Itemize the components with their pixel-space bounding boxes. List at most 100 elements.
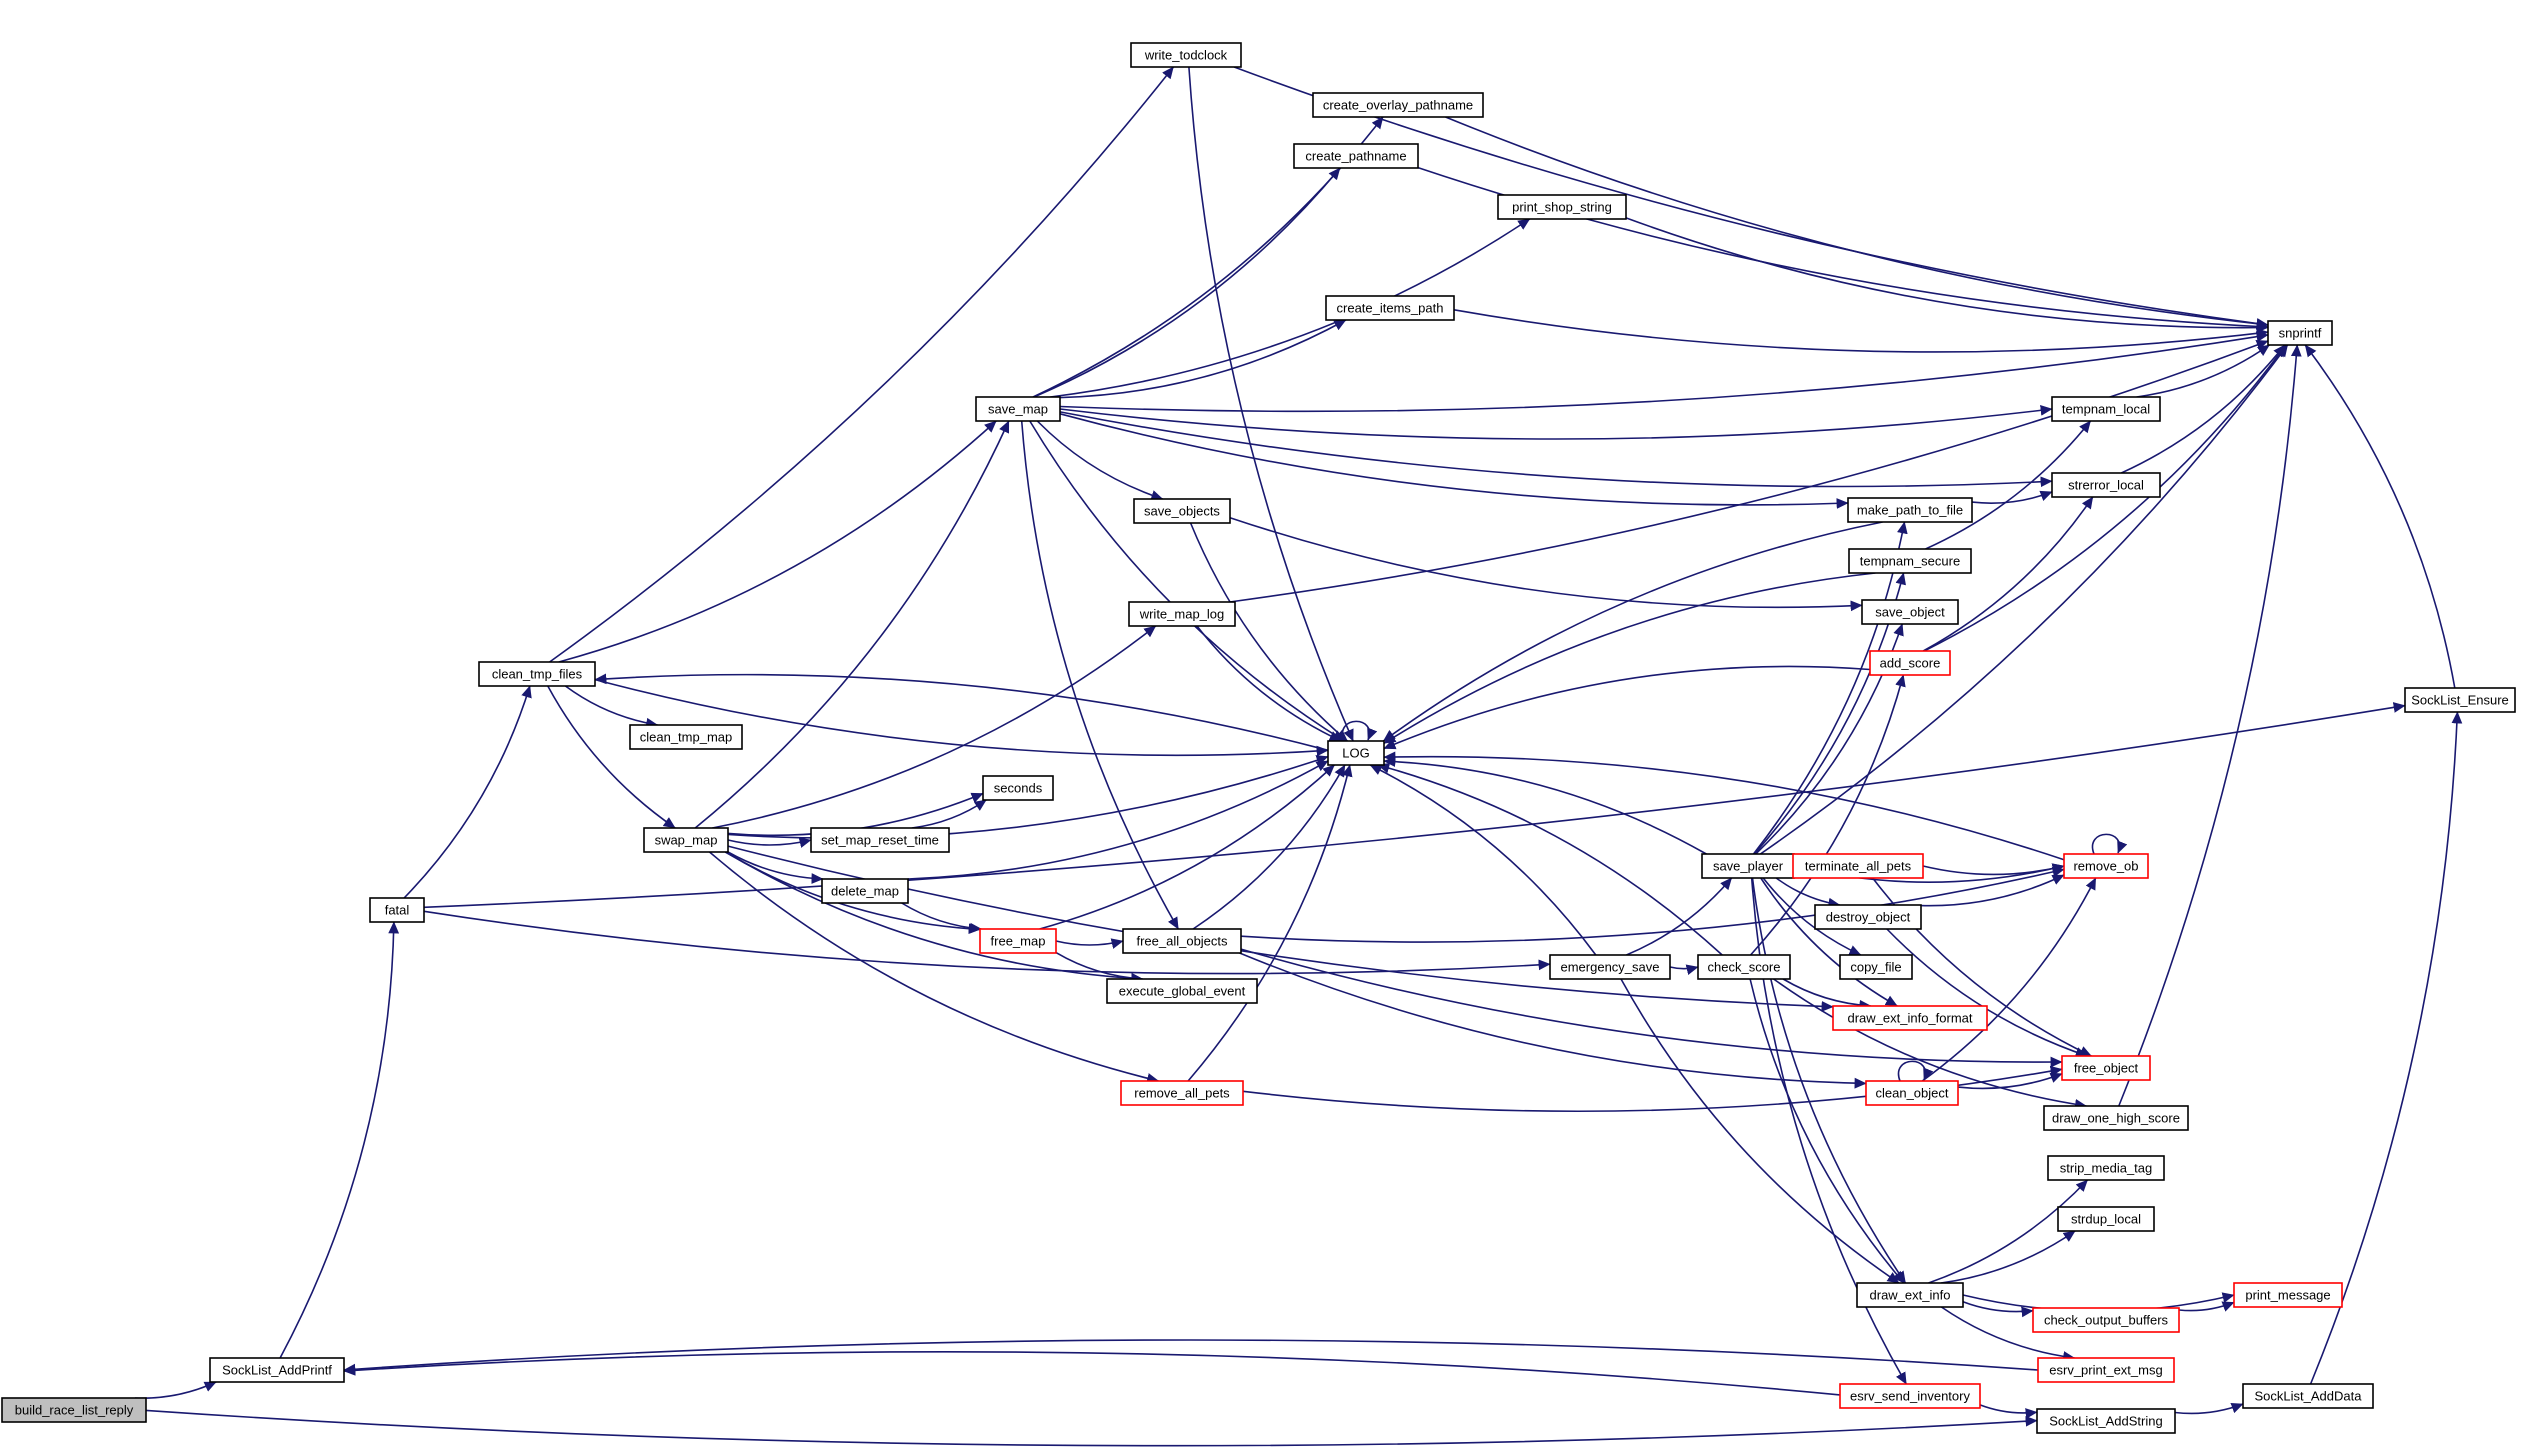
node-box-free_map[interactable]: [979, 928, 1057, 954]
node-box-SockList_AddString[interactable]: [2036, 1408, 2176, 1434]
node-execute_global_event[interactable]: execute_global_event: [1106, 978, 1258, 1004]
node-SockList_AddData[interactable]: SockList_AddData: [2242, 1383, 2374, 1409]
node-box-emergency_save[interactable]: [1549, 954, 1671, 980]
node-strdup_local[interactable]: strdup_local: [2057, 1206, 2155, 1232]
node-build_race_list_reply[interactable]: build_race_list_reply: [1, 1397, 147, 1423]
node-box-SockList_AddData[interactable]: [2242, 1383, 2374, 1409]
node-clean_tmp_map[interactable]: clean_tmp_map: [629, 724, 743, 750]
node-fatal[interactable]: fatal: [369, 897, 425, 923]
node-box-swap_map[interactable]: [643, 827, 729, 853]
node-free_all_objects[interactable]: free_all_objects: [1122, 928, 1242, 954]
node-destroy_object[interactable]: destroy_object: [1814, 904, 1922, 930]
node-box-write_todclock[interactable]: [1130, 42, 1242, 68]
node-box-clean_tmp_files[interactable]: [478, 661, 596, 687]
node-write_todclock[interactable]: write_todclock: [1130, 42, 1242, 68]
node-box-save_object[interactable]: [1861, 599, 1959, 625]
node-box-LOG[interactable]: [1327, 740, 1385, 766]
node-box-SockList_Ensure[interactable]: [2404, 687, 2516, 713]
node-draw_ext_info_format[interactable]: draw_ext_info_format: [1832, 1005, 1988, 1031]
node-remove_ob[interactable]: remove_ob: [2063, 853, 2149, 879]
node-box-draw_one_high_score[interactable]: [2043, 1105, 2189, 1131]
node-esrv_send_inventory[interactable]: esrv_send_inventory: [1839, 1383, 1981, 1409]
node-tempnam_secure[interactable]: tempnam_secure: [1848, 548, 1972, 574]
node-snprintf[interactable]: snprintf: [2267, 320, 2333, 346]
edge-esrv_send_inventory-to-SockList_AddPrintf: [343, 1351, 1841, 1396]
node-swap_map[interactable]: swap_map: [643, 827, 729, 853]
node-box-terminate_all_pets[interactable]: [1792, 853, 1924, 879]
node-box-create_overlay_pathname[interactable]: [1312, 92, 1484, 118]
node-create_pathname[interactable]: create_pathname: [1293, 143, 1419, 169]
node-box-save_objects[interactable]: [1133, 498, 1231, 524]
node-save_object[interactable]: save_object: [1861, 599, 1959, 625]
node-box-draw_ext_info[interactable]: [1856, 1282, 1964, 1308]
node-box-tempnam_local[interactable]: [2051, 396, 2161, 422]
node-set_map_reset_time[interactable]: set_map_reset_time: [810, 827, 950, 853]
node-box-remove_ob[interactable]: [2063, 853, 2149, 879]
node-esrv_print_ext_msg[interactable]: esrv_print_ext_msg: [2037, 1357, 2175, 1383]
node-box-free_object[interactable]: [2061, 1055, 2151, 1081]
node-box-execute_global_event[interactable]: [1106, 978, 1258, 1004]
node-save_map[interactable]: save_map: [975, 396, 1061, 422]
node-box-tempnam_secure[interactable]: [1848, 548, 1972, 574]
node-box-remove_all_pets[interactable]: [1120, 1080, 1244, 1106]
node-box-delete_map[interactable]: [821, 878, 909, 904]
node-print_shop_string[interactable]: print_shop_string: [1497, 194, 1627, 220]
node-draw_ext_info[interactable]: draw_ext_info: [1856, 1282, 1964, 1308]
node-SockList_Ensure[interactable]: SockList_Ensure: [2404, 687, 2516, 713]
node-box-clean_object[interactable]: [1865, 1080, 1959, 1106]
node-box-draw_ext_info_format[interactable]: [1832, 1005, 1988, 1031]
node-seconds[interactable]: seconds: [982, 775, 1054, 801]
node-SockList_AddString[interactable]: SockList_AddString: [2036, 1408, 2176, 1434]
node-box-strdup_local[interactable]: [2057, 1206, 2155, 1232]
node-box-add_score[interactable]: [1869, 650, 1951, 676]
node-delete_map[interactable]: delete_map: [821, 878, 909, 904]
node-create_items_path[interactable]: create_items_path: [1325, 295, 1455, 321]
node-box-esrv_print_ext_msg[interactable]: [2037, 1357, 2175, 1383]
node-emergency_save[interactable]: emergency_save: [1549, 954, 1671, 980]
node-strip_media_tag[interactable]: strip_media_tag: [2047, 1155, 2165, 1181]
node-box-seconds[interactable]: [982, 775, 1054, 801]
node-LOG[interactable]: LOG: [1327, 740, 1385, 766]
node-strerror_local[interactable]: strerror_local: [2051, 472, 2161, 498]
node-box-print_shop_string[interactable]: [1497, 194, 1627, 220]
node-box-free_all_objects[interactable]: [1122, 928, 1242, 954]
node-copy_file[interactable]: copy_file: [1839, 954, 1913, 980]
node-box-snprintf[interactable]: [2267, 320, 2333, 346]
node-save_player[interactable]: save_player: [1701, 853, 1795, 879]
node-box-create_pathname[interactable]: [1293, 143, 1419, 169]
node-box-fatal[interactable]: [369, 897, 425, 923]
node-check_score[interactable]: check_score: [1697, 954, 1791, 980]
node-box-esrv_send_inventory[interactable]: [1839, 1383, 1981, 1409]
node-box-check_score[interactable]: [1697, 954, 1791, 980]
node-SockList_AddPrintf[interactable]: SockList_AddPrintf: [209, 1357, 345, 1383]
node-write_map_log[interactable]: write_map_log: [1128, 601, 1236, 627]
node-box-copy_file[interactable]: [1839, 954, 1913, 980]
node-free_map[interactable]: free_map: [979, 928, 1057, 954]
node-box-save_map[interactable]: [975, 396, 1061, 422]
node-box-clean_tmp_map[interactable]: [629, 724, 743, 750]
node-make_path_to_file[interactable]: make_path_to_file: [1847, 497, 1973, 523]
node-clean_tmp_files[interactable]: clean_tmp_files: [478, 661, 596, 687]
node-save_objects[interactable]: save_objects: [1133, 498, 1231, 524]
node-box-create_items_path[interactable]: [1325, 295, 1455, 321]
node-box-destroy_object[interactable]: [1814, 904, 1922, 930]
node-free_object[interactable]: free_object: [2061, 1055, 2151, 1081]
node-tempnam_local[interactable]: tempnam_local: [2051, 396, 2161, 422]
node-check_output_buffers[interactable]: check_output_buffers: [2032, 1307, 2180, 1333]
node-terminate_all_pets[interactable]: terminate_all_pets: [1792, 853, 1924, 879]
node-add_score[interactable]: add_score: [1869, 650, 1951, 676]
node-remove_all_pets[interactable]: remove_all_pets: [1120, 1080, 1244, 1106]
node-print_message[interactable]: print_message: [2233, 1282, 2343, 1308]
node-create_overlay_pathname[interactable]: create_overlay_pathname: [1312, 92, 1484, 118]
node-box-strerror_local[interactable]: [2051, 472, 2161, 498]
node-draw_one_high_score[interactable]: draw_one_high_score: [2043, 1105, 2189, 1131]
node-box-write_map_log[interactable]: [1128, 601, 1236, 627]
node-clean_object[interactable]: clean_object: [1865, 1080, 1959, 1106]
node-box-SockList_AddPrintf[interactable]: [209, 1357, 345, 1383]
node-box-check_output_buffers[interactable]: [2032, 1307, 2180, 1333]
node-box-strip_media_tag[interactable]: [2047, 1155, 2165, 1181]
node-box-build_race_list_reply[interactable]: [1, 1397, 147, 1423]
node-box-print_message[interactable]: [2233, 1282, 2343, 1308]
node-box-set_map_reset_time[interactable]: [810, 827, 950, 853]
node-box-make_path_to_file[interactable]: [1847, 497, 1973, 523]
